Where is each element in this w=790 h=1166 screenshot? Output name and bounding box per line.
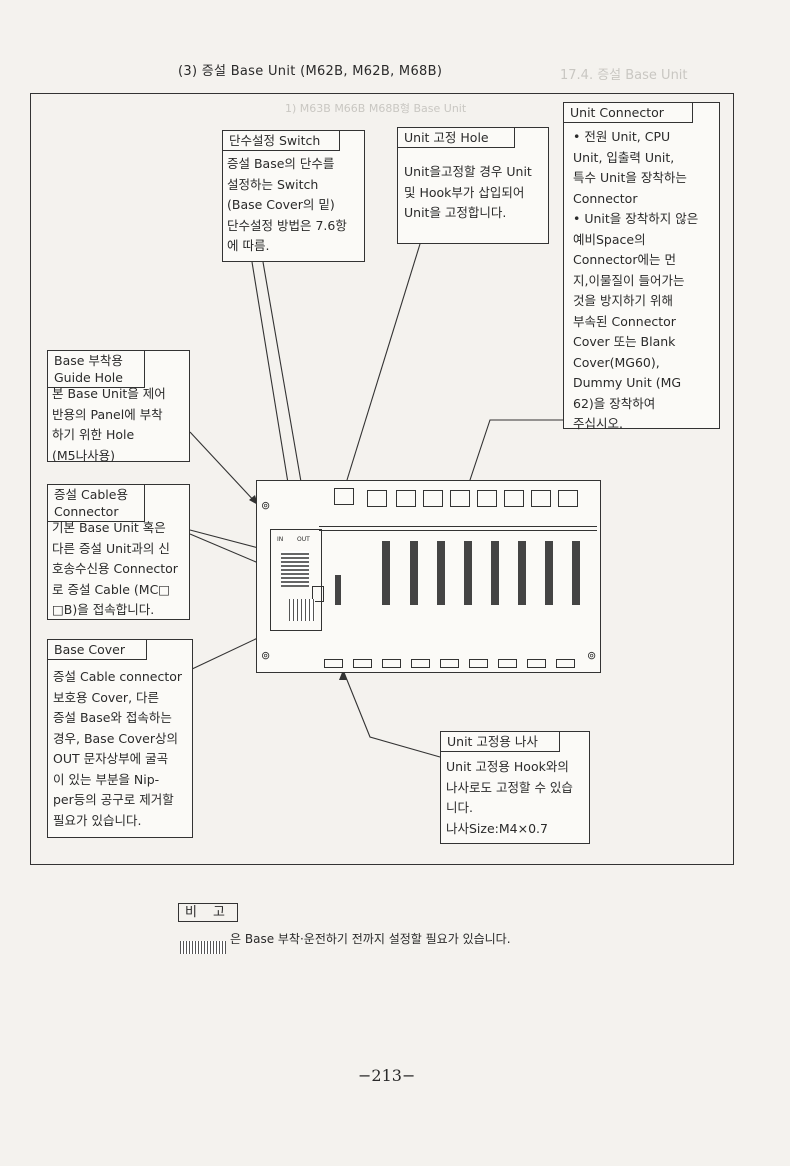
unit-fixing-hole [367, 490, 387, 507]
base-unit-drawing: IN OUT ⊚ ⊚ ⊚ [256, 480, 601, 673]
connector-slot [491, 541, 499, 605]
callout-title: 단수설정 Switch [223, 131, 340, 151]
note-text: 은 Base 부착·운전하기 전까지 설정할 필요가 있습니다. [230, 932, 511, 946]
guide-hole-top: ⊚ [261, 499, 271, 512]
callout-body: 증설 Cable connector 보호용 Cover, 다른 증설 Base… [53, 669, 183, 828]
callout-title: Unit Connector [564, 103, 693, 123]
callout-guide-hole: Base 부착용 Guide Hole 본 Base Unit을 제어 반용의 … [47, 350, 190, 463]
callout-cable-connector: 증설 Cable용 Connector 기본 Base Unit 혹은 다른 증… [47, 484, 190, 620]
slot-area [325, 541, 603, 611]
callout-body: Unit을고정할 경우 Unit 및 Hook부가 삽입되어 Unit을 고정합… [404, 164, 532, 220]
page-number: −213− [358, 1066, 416, 1085]
unit-fixing-hole [396, 490, 416, 507]
callout-body: 기본 Base Unit 혹은 다른 증설 Unit과의 신 호송수신용 Con… [52, 520, 178, 617]
connector-slot [437, 541, 445, 605]
guide-hole-bottom-right: ⊚ [587, 649, 597, 662]
note-header: 비 고 [178, 903, 238, 922]
connector-slot [518, 541, 526, 605]
out-label: OUT [297, 536, 310, 543]
fixing-screw-hole [353, 659, 372, 668]
fixing-screw-hole [498, 659, 517, 668]
figure-frame [30, 93, 734, 865]
connector-slot [545, 541, 553, 605]
unit-fixing-hole [558, 490, 578, 507]
callout-body: 증설 Base의 단수를 설정하는 Switch (Base Cover의 밑)… [227, 156, 347, 253]
expansion-cable-connector [281, 551, 309, 587]
guide-hole-bottom: ⊚ [261, 649, 271, 662]
fixing-screw-hole [469, 659, 488, 668]
connector-slot [572, 541, 580, 605]
unit-fixing-hole [334, 488, 354, 505]
unit-fixing-hole [423, 490, 443, 507]
callout-stage-switch: 단수설정 Switch 증설 Base의 단수를 설정하는 Switch (Ba… [222, 130, 365, 262]
callout-title: Unit 고정 Hole [398, 128, 515, 148]
callout-body: 본 Base Unit을 제어 반용의 Panel에 부착 하기 위한 Hole… [52, 386, 166, 463]
unit-fixing-hole [504, 490, 524, 507]
bleed-through-header: 17.4. 증설 Base Unit [560, 68, 688, 83]
fixing-screw-hole [411, 659, 430, 668]
unit-fixing-hole [477, 490, 497, 507]
unit-fixing-hole [531, 490, 551, 507]
fixing-screw-hole [527, 659, 546, 668]
callout-title: Unit 고정용 나사 [441, 732, 560, 752]
callout-unit-connector: Unit Connector • 전원 Unit, CPU Unit, 입출력 … [563, 102, 720, 431]
note-hatch-legend [180, 941, 226, 954]
callout-base-cover: Base Cover 증설 Cable connector 보호용 Cover,… [47, 639, 193, 838]
callout-title: Base Cover [48, 640, 147, 660]
connector-slot [382, 541, 390, 605]
section-title: (3) 증설 Base Unit (M62B, M62B, M68B) [178, 64, 443, 79]
base-cover [270, 529, 322, 631]
callout-title: Base 부착용 Guide Hole [48, 351, 145, 388]
callout-fix-hole: Unit 고정 Hole Unit을고정할 경우 Unit 및 Hook부가 삽… [397, 127, 549, 244]
connector-slot [464, 541, 472, 605]
stage-setting-switch [312, 586, 324, 602]
terminal-grid [289, 599, 315, 621]
fixing-screw-hole [556, 659, 575, 668]
in-label: IN [277, 536, 284, 543]
callout-body: Unit 고정용 Hook와의 나사로도 고정할 수 있습 니다. 나사Size… [446, 759, 573, 836]
bleed-through-subheader: 1) M63B M66B M68B형 Base Unit [285, 102, 467, 115]
fixing-screw-hole [382, 659, 401, 668]
power-connector [335, 575, 341, 605]
fixing-screw-hole [324, 659, 343, 668]
base-rail [319, 526, 597, 531]
callout-title: 증설 Cable용 Connector [48, 485, 145, 522]
unit-fixing-hole [450, 490, 470, 507]
connector-slot [410, 541, 418, 605]
callout-body: • 전원 Unit, CPU Unit, 입출력 Unit, 특수 Unit을 … [573, 129, 699, 431]
callout-fixing-screw: Unit 고정용 나사 Unit 고정용 Hook와의 나사로도 고정할 수 있… [440, 731, 590, 844]
fixing-screw-hole [440, 659, 459, 668]
